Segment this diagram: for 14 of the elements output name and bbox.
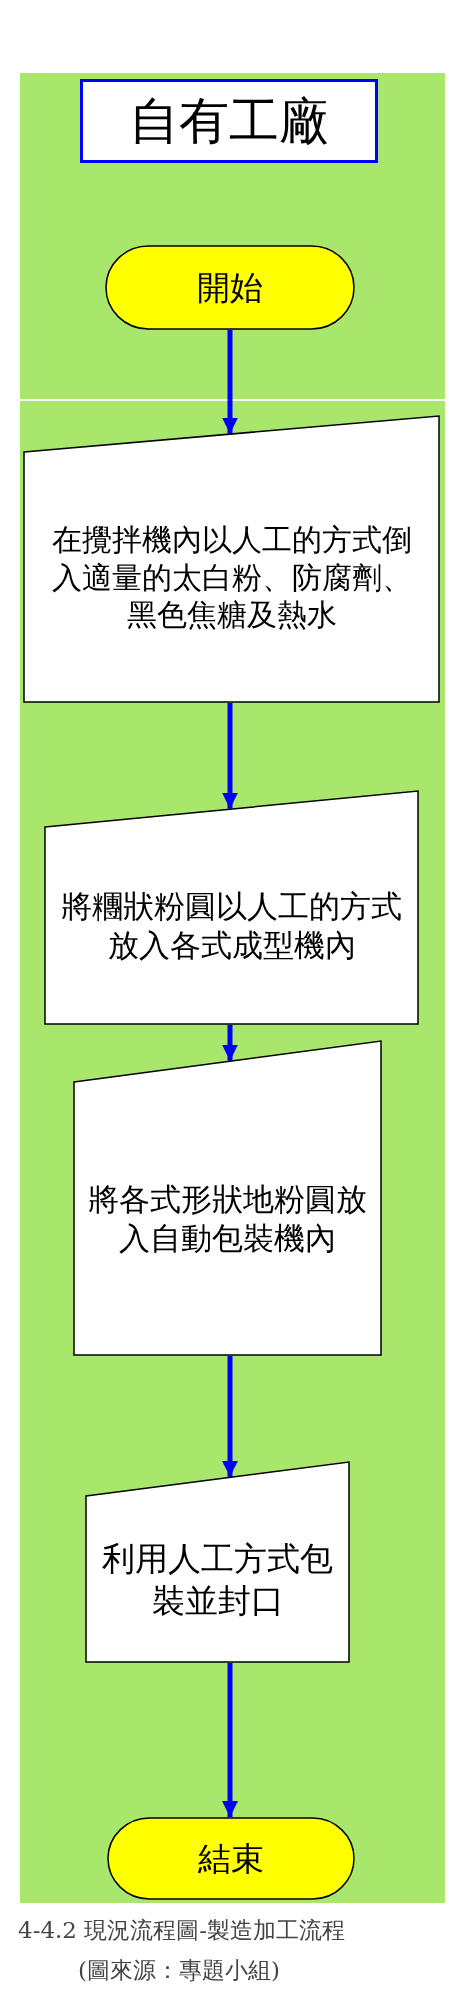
process-box: 利用人工方式包裝並封口: [85, 1461, 350, 1663]
process-box: 在攪拌機內以人工的方式倒入適量的太白粉、防腐劑、黑色焦糖及熱水: [23, 415, 440, 703]
process-box: 將糰狀粉圓以人工的方式放入各式成型機內: [44, 790, 419, 1025]
arrow: [222, 1356, 238, 1477]
figure-caption: 4-4.2 現況流程圖-製造加工流程: [18, 1916, 346, 1945]
arrow: [222, 703, 238, 809]
arrow: [222, 1663, 238, 1817]
process-box: 將各式形狀地粉圓放入自動包裝機內: [73, 1040, 382, 1356]
source-note: (圖來源：專題小組): [78, 1956, 280, 1985]
arrow: [222, 330, 238, 434]
title-box: 自有工廠: [80, 79, 378, 163]
start-terminal: 開始: [105, 245, 355, 330]
arrow: [222, 1025, 238, 1061]
end-terminal: 結束: [107, 1817, 355, 1900]
